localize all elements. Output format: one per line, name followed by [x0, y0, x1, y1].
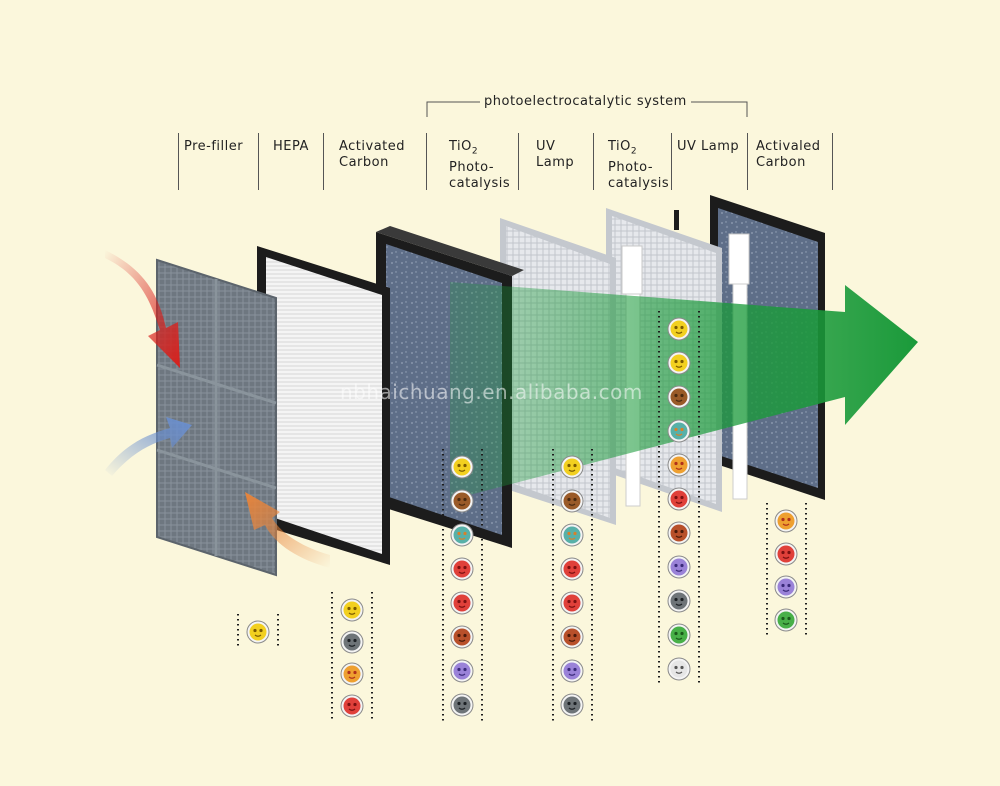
stage-label-uv-lamp-2: UV Lamp: [677, 139, 740, 154]
germ-icon: [560, 625, 584, 649]
divider: [323, 133, 324, 190]
germ-icon: [560, 591, 584, 615]
germ-icon: [560, 455, 584, 479]
germ-icon: [340, 662, 364, 686]
germ-icon: [560, 693, 584, 717]
watermark: nbhaichuang.en.alibaba.com: [340, 380, 643, 404]
stage-label-tio2-photocatalysis-1: TiO2 Photo-catalysis: [449, 139, 511, 191]
germ-icon: [560, 523, 584, 547]
system-title: photoelectrocatalytic system: [480, 94, 691, 109]
intake-arrow-blue: [105, 417, 192, 476]
stage-label-prefilter: Pre-filler: [184, 139, 244, 154]
germ-icon: [667, 453, 691, 477]
germ-icon: [340, 598, 364, 622]
tio2-formula: TiO2: [608, 139, 638, 157]
germ-icon: [450, 523, 474, 547]
germ-icon: [774, 608, 798, 632]
hepa-panel: [257, 246, 390, 565]
germ-icon: [340, 694, 364, 718]
divider: [258, 133, 259, 190]
divider: [178, 133, 179, 190]
divider: [518, 133, 519, 190]
germ-icon: [667, 555, 691, 579]
intake-arrow-orange: [245, 492, 330, 568]
germ-icon: [667, 521, 691, 545]
germ-icon: [450, 591, 474, 615]
germ-icon: [774, 542, 798, 566]
germ-icon: [667, 351, 691, 375]
germ-icon: [560, 489, 584, 513]
germ-icon: [246, 620, 270, 644]
germ-icon: [450, 455, 474, 479]
germ-icon: [667, 623, 691, 647]
germ-icon: [560, 557, 584, 581]
stage-label-tio2-photocatalysis-2: TiO2 Photo-catalysis: [608, 139, 670, 191]
divider: [671, 133, 672, 190]
germ-icon: [560, 659, 584, 683]
tio2-formula: TiO2: [449, 139, 479, 157]
germ-icon: [340, 630, 364, 654]
germ-icon: [450, 659, 474, 683]
germ-icon: [667, 385, 691, 409]
germ-icon: [667, 589, 691, 613]
germ-icon: [774, 509, 798, 533]
germ-layer: [237, 311, 807, 722]
germ-icon: [450, 693, 474, 717]
divider: [747, 133, 748, 190]
germ-icon: [450, 489, 474, 513]
stage-label-hepa: HEPA: [273, 139, 309, 154]
divider: [832, 133, 833, 190]
germ-icon: [667, 657, 691, 681]
germ-icon: [450, 557, 474, 581]
divider: [593, 133, 594, 190]
germ-icon: [667, 317, 691, 341]
germ-icon: [450, 625, 474, 649]
intake-arrow-red: [105, 250, 180, 368]
germ-icon: [774, 575, 798, 599]
divider: [426, 133, 427, 190]
germ-icon: [667, 419, 691, 443]
germ-icon: [667, 487, 691, 511]
